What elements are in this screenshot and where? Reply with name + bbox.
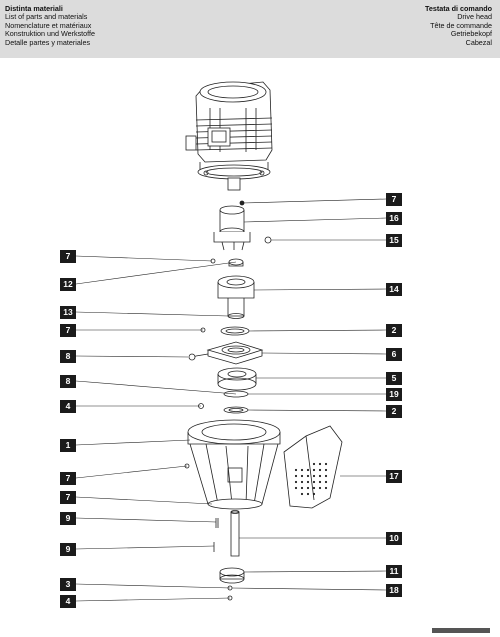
bearing-part: [217, 367, 257, 391]
callout-label: 8: [60, 350, 76, 363]
header-left-titles: Distinta materiali List of parts and mat…: [5, 4, 96, 47]
drive-shaft-part: [213, 510, 240, 557]
callout-label: 18: [386, 584, 402, 597]
exploded-view-drawing: [75, 81, 387, 602]
callout-label: 9: [60, 543, 76, 556]
callout-label: 7: [386, 193, 402, 206]
header-left-line: List of parts and materials: [5, 12, 88, 22]
callout-label: 19: [386, 388, 402, 401]
callout-label: 6: [386, 348, 402, 361]
callout-label: 14: [386, 283, 402, 296]
callout-label: 13: [60, 306, 76, 319]
coupling-part: [213, 200, 251, 251]
header-right-line: Drive head: [457, 12, 492, 22]
callout-label: 4: [60, 595, 76, 608]
callout-label: 17: [386, 470, 402, 483]
callout-label: 1: [60, 439, 76, 452]
header-right-line: Getriebekopf: [450, 29, 492, 39]
callout-label: 12: [60, 278, 76, 291]
callout-label: 7: [60, 472, 76, 485]
callout-label: 2: [386, 405, 402, 418]
header-right-line: Cabezal: [465, 37, 492, 47]
callout-label: 16: [386, 212, 402, 225]
header-left-line: Nomenclature et matériaux: [5, 20, 92, 30]
leader-lines: [75, 198, 387, 602]
lantern-housing-part: [187, 419, 281, 510]
motor-illustration: [185, 81, 273, 191]
brand-logo-icon: [432, 628, 490, 633]
shaft-sleeve-part: [217, 275, 255, 319]
callout-label: 7: [60, 491, 76, 504]
header-right-titles: Testata di comando Drive head Tête de co…: [425, 4, 492, 47]
header-left-title: Distinta materiali: [5, 4, 63, 13]
callout-label: 2: [386, 324, 402, 337]
callout-label: 11: [386, 565, 402, 578]
key-part: [264, 236, 272, 244]
callout-label: 5: [386, 372, 402, 385]
callout-label: 9: [60, 512, 76, 525]
page-header: Distinta materiali List of parts and mat…: [0, 0, 500, 58]
callout-label: 8: [60, 375, 76, 388]
header-right-title: Testata di comando: [425, 4, 492, 13]
callout-label: 15: [386, 234, 402, 247]
guard-part: [283, 425, 343, 509]
callout-label: 7: [60, 250, 76, 263]
callout-label: 10: [386, 532, 402, 545]
callout-label: 3: [60, 578, 76, 591]
header-right-line: Tête de commande: [430, 20, 492, 30]
callout-label: 4: [60, 400, 76, 413]
ring-part: [220, 326, 250, 336]
header-left-line: Detalle partes y materiales: [5, 37, 91, 47]
callout-label: 7: [60, 324, 76, 337]
flange-part: [188, 341, 264, 365]
header-left-line: Konstruktion und Werkstoffe: [5, 29, 96, 39]
